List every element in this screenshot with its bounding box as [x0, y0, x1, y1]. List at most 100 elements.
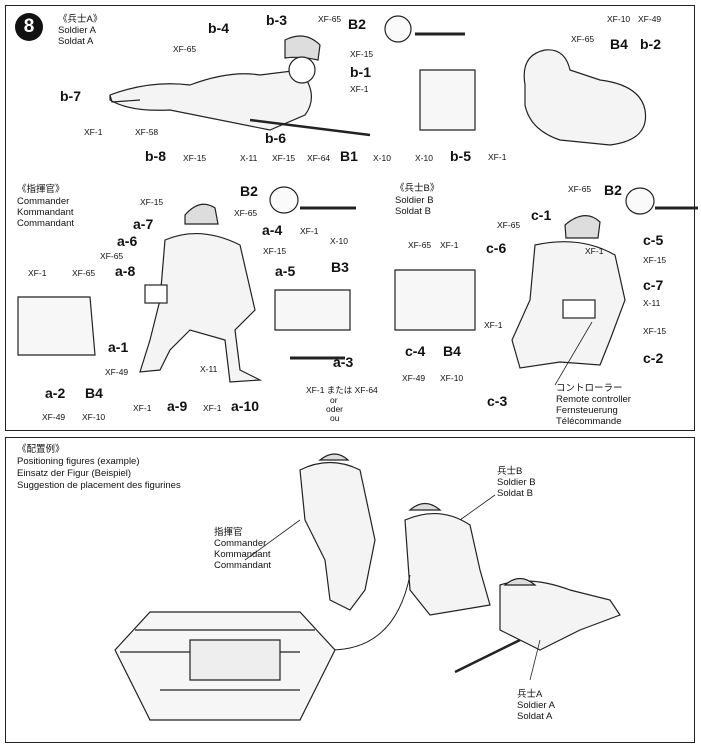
or-en: or	[330, 395, 338, 405]
part-label: a-2	[45, 385, 66, 401]
soldier-b-de: Soldat B	[395, 206, 431, 217]
paint-label: X-10	[373, 153, 391, 163]
part-label: b-6	[265, 130, 286, 146]
paint-label: X-10	[330, 236, 348, 246]
part-label: b-1	[350, 64, 371, 80]
part-label: B4	[85, 385, 103, 401]
pos-commander-fr: Commandant	[214, 560, 272, 571]
part-label: b-5	[450, 148, 471, 164]
pos-soldier-a-de: Soldat A	[517, 711, 553, 722]
paint-label: X-10	[415, 153, 433, 163]
paint-label: XF-1	[28, 268, 47, 278]
positioning-jp: 《配置例》	[17, 444, 65, 455]
part-label: a-1	[108, 339, 129, 355]
paint-label: XF-65	[72, 268, 96, 278]
part-label: c-3	[487, 393, 508, 409]
part-label: B2	[348, 16, 366, 32]
pos-soldier-b-de: Soldat B	[497, 488, 533, 499]
paint-label: XF-1	[203, 403, 222, 413]
paint-label: XF-1	[84, 127, 103, 137]
paint-label: XF-15	[643, 326, 667, 336]
paint-label: X-11	[240, 153, 258, 163]
paint-label: XF-65	[571, 34, 595, 44]
part-label: c-5	[643, 232, 664, 248]
or-fr: ou	[330, 413, 340, 423]
tracked-vehicle-drawing	[114, 611, 336, 721]
paint-label: XF-58	[135, 127, 159, 137]
paint-label: XF-65	[100, 251, 124, 261]
soldier-a-en: Soldier A	[58, 25, 97, 36]
part-label: b-4	[208, 20, 229, 36]
pos-soldier-b-en: Soldier B	[497, 477, 536, 488]
paint-label: XF-10	[82, 412, 106, 422]
soldier-a-figure	[109, 35, 371, 137]
or-de: oder	[326, 404, 344, 414]
pos-soldier-a-en: Soldier A	[517, 700, 556, 711]
soldier-b-jp: 《兵士B》	[395, 183, 440, 194]
part-label: b-8	[145, 148, 166, 164]
paint-label: XF-65	[318, 14, 342, 24]
paint-label: XF-49	[402, 373, 426, 383]
paint-label: XF-1 または XF-64	[306, 385, 378, 395]
paint-label: XF-15	[263, 246, 287, 256]
part-label: B4	[443, 343, 461, 359]
part-label: c-4	[405, 343, 426, 359]
paint-label: XF-49	[105, 367, 129, 377]
part-label: B2	[604, 182, 622, 198]
paint-label: XF-64	[307, 153, 331, 163]
part-label: a-7	[133, 216, 154, 232]
commander-figure	[139, 203, 263, 383]
paint-label: XF-1	[585, 246, 604, 256]
paint-label: X-11	[200, 364, 218, 374]
commander-en: Commander	[17, 196, 70, 207]
paint-label: XF-15	[183, 153, 207, 163]
paint-label: XF-10	[607, 14, 631, 24]
part-label: b-3	[266, 12, 287, 28]
positioning-fr: Suggestion de placement des figurines	[17, 480, 181, 491]
part-label: B2	[240, 183, 258, 199]
positioning-en: Positioning figures (example)	[17, 456, 140, 467]
paint-label: XF-1	[488, 152, 507, 162]
commander-fr: Commandant	[17, 218, 75, 229]
paint-label: XF-15	[140, 197, 164, 207]
paint-label: XF-49	[42, 412, 66, 422]
soldier-a-jp: 《兵士A》	[58, 14, 103, 25]
part-label: B3	[331, 259, 349, 275]
part-label: c-6	[486, 240, 507, 256]
part-label: c-1	[531, 207, 552, 223]
paint-label: XF-65	[173, 44, 197, 54]
part-label: c-2	[643, 350, 664, 366]
soldier-b-en: Soldier B	[395, 195, 434, 206]
soldier-a-de: Soldat A	[58, 36, 94, 47]
pos-soldier-a-jp: 兵士A	[517, 689, 543, 700]
part-label: a-9	[167, 398, 188, 414]
paint-label: XF-1	[484, 320, 503, 330]
pos-soldier-b-jp: 兵士B	[497, 466, 523, 477]
commander-de: Kommandant	[17, 207, 74, 218]
part-label: B1	[340, 148, 358, 164]
part-label: a-4	[262, 222, 283, 238]
paint-label: XF-10	[440, 373, 464, 383]
pos-commander-de: Kommandant	[214, 549, 271, 560]
part-label: a-10	[231, 398, 260, 414]
part-label: a-5	[275, 263, 296, 279]
part-label: a-3	[333, 354, 354, 370]
remote-fr: Télécommande	[556, 416, 622, 427]
paint-label: XF-65	[497, 220, 521, 230]
remote-jp: コントローラー	[556, 383, 623, 394]
positioning-de: Einsatz der Figur (Beispiel)	[17, 468, 132, 479]
paint-label: XF-65	[568, 184, 592, 194]
part-label: c-7	[643, 277, 664, 293]
part-label: a-6	[117, 233, 138, 249]
paint-label: XF-49	[638, 14, 662, 24]
paint-label: XF-1	[133, 403, 152, 413]
paint-label: XF-1	[350, 84, 369, 94]
paint-label: XF-15	[272, 153, 296, 163]
remote-de: Fernsteuerung	[556, 405, 618, 416]
pos-commander-en: Commander	[214, 538, 267, 549]
paint-label: XF-15	[643, 255, 667, 265]
paint-label: XF-1	[440, 240, 459, 250]
paint-label: XF-15	[350, 49, 374, 59]
paint-label: XF-1	[300, 226, 319, 236]
